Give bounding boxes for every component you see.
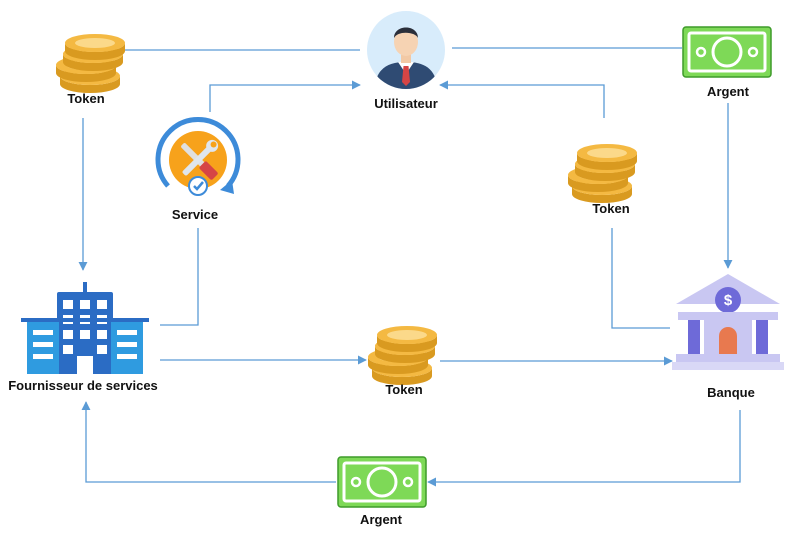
token-top-left-label: Token: [67, 91, 105, 106]
coin-stack-icon: [56, 34, 125, 93]
banknote-icon: [336, 455, 428, 509]
money-top-right-label: Argent: [707, 84, 749, 99]
bank-label: Banque: [707, 385, 755, 400]
user-avatar-icon: [367, 11, 445, 89]
token-right-label: Token: [592, 201, 630, 216]
arrow-bank-to-money: [427, 410, 741, 487]
banknote-icon: [681, 25, 773, 79]
arrow-token-to-user: [439, 80, 605, 118]
tools-service-icon: [155, 117, 241, 196]
office-building-icon: [21, 282, 149, 374]
link-token-bank: [611, 228, 670, 329]
bank-icon: $: [672, 274, 784, 370]
token-middle-label: Token: [385, 382, 423, 397]
service-label: Service: [171, 207, 219, 222]
money-bottom-label: Argent: [360, 512, 402, 527]
arrow-service-to-user: [209, 80, 361, 112]
coin-stack-icon: [368, 326, 437, 385]
arrow-money-to-provider: [81, 401, 336, 483]
link-provider-service: [160, 228, 199, 326]
bank-dollar-sign: $: [724, 292, 733, 309]
user-label: Utilisateur: [374, 96, 438, 111]
provider-label: Fournisseur de services: [8, 378, 158, 393]
coin-stack-icon: [568, 144, 637, 203]
